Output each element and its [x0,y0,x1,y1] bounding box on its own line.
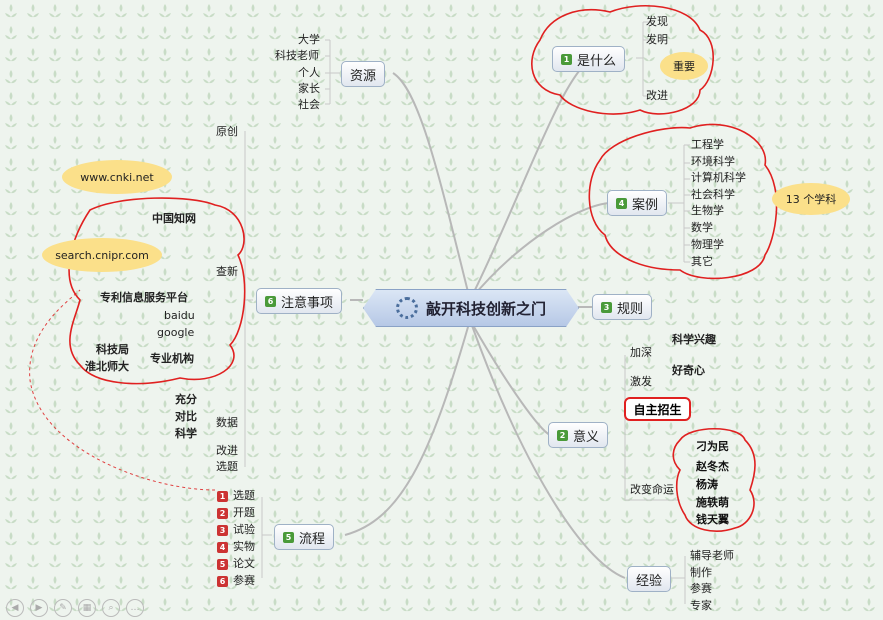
meaning-curiosity[interactable]: 好奇心 [672,364,705,377]
google-leaf[interactable]: google [157,326,195,339]
meaning-change-fate[interactable]: 改变命运 [630,483,674,496]
callout-cnipr[interactable]: search.cnipr.com [42,238,162,272]
slides-icon[interactable]: ▦ [78,599,96,617]
kejiju-leaf[interactable]: 科技局 [96,343,129,356]
experience-leaf[interactable]: 专家 [690,599,712,612]
number-badge-icon: 5 [217,559,228,570]
experience-leaf[interactable]: 制作 [690,566,712,579]
callout-13-disciplines[interactable]: 13 个学科 [772,183,850,215]
person-leaf[interactable]: 钱天翼 [696,513,729,526]
callout-important[interactable]: 重要 [660,52,708,80]
topic-rules[interactable]: 3 规则 [592,294,653,320]
topic-meaning[interactable]: 2 意义 [548,422,609,448]
cases-leaf[interactable]: 生物学 [691,204,724,217]
what-leaf[interactable]: 发现 [646,15,668,28]
resources-leaf[interactable]: 家长 [298,82,320,95]
topic-process[interactable]: 5 流程 [274,524,335,550]
baidu-leaf[interactable]: baidu [164,309,195,322]
callout-cnki[interactable]: www.cnki.net [62,160,172,194]
patent-platform[interactable]: 专利信息服务平台 [100,291,188,304]
zoom-icon[interactable]: ⌕ [102,599,120,617]
cases-leaf[interactable]: 计算机科学 [691,171,746,184]
person-leaf[interactable]: 刁为民 [696,440,729,453]
huaibei-leaf[interactable]: 淮北师大 [85,360,129,373]
topic-what[interactable]: 1 是什么 [552,46,626,72]
cases-leaf[interactable]: 环境科学 [691,155,735,168]
central-topic-label: 敲开科技创新之门 [425,299,546,318]
professional-org[interactable]: 专业机构 [150,352,194,365]
cases-leaf[interactable]: 工程学 [691,138,724,151]
person-leaf[interactable]: 赵冬杰 [696,460,729,473]
meaning-self-recruit[interactable]: 自主招生 [624,397,691,421]
nav-next-icon[interactable]: ▶ [30,599,48,617]
what-leaf[interactable]: 改进 [646,89,668,102]
number-badge-icon: 3 [601,301,612,313]
topic-experience-label: 经验 [636,573,663,589]
nav-prev-icon[interactable]: ◀ [6,599,24,617]
number-badge-icon: 4 [616,197,627,209]
gear-icon [395,297,418,319]
topic-process-label: 流程 [299,531,326,547]
resources-leaf[interactable]: 个人 [298,66,320,79]
topic-what-label: 是什么 [577,53,617,69]
topic-cases[interactable]: 4 案例 [607,190,668,216]
cases-leaf[interactable]: 数学 [691,221,713,234]
more-icon[interactable]: … [126,599,144,617]
notes-topic[interactable]: 选题 [216,460,238,473]
notes-original[interactable]: 原创 [216,125,238,138]
number-badge-icon: 2 [217,508,228,519]
resources-leaf[interactable]: 社会 [298,98,320,111]
cases-leaf[interactable]: 其它 [691,255,713,268]
topic-resources-label: 资源 [350,68,377,84]
pen-icon[interactable]: ✎ [54,599,72,617]
number-badge-icon: 6 [217,576,228,587]
topic-meaning-label: 意义 [573,429,600,445]
number-badge-icon: 3 [217,525,228,536]
data-leaf[interactable]: 充分 [175,393,197,406]
meaning-inspire[interactable]: 激发 [630,375,652,388]
cases-leaf[interactable]: 社会科学 [691,188,735,201]
number-badge-icon: 2 [557,429,568,441]
topic-notes[interactable]: 6 注意事项 [256,288,343,314]
data-leaf[interactable]: 科学 [175,427,197,440]
resources-leaf[interactable]: 科技老师 [275,49,319,62]
resources-leaf[interactable]: 大学 [298,33,320,46]
cases-leaf[interactable]: 物理学 [691,238,724,251]
notes-novelty-search[interactable]: 查新 [216,265,238,278]
cnki-site[interactable]: 中国知网 [152,212,196,225]
number-badge-icon: 1 [217,491,228,502]
notes-data[interactable]: 数据 [216,416,238,429]
number-badge-icon: 6 [265,295,276,307]
notes-improve[interactable]: 改进 [216,444,238,457]
topic-experience[interactable]: 经验 [627,566,672,592]
topic-rules-label: 规则 [617,301,644,317]
experience-leaf[interactable]: 参赛 [690,582,712,595]
meaning-deepen[interactable]: 加深 [630,346,652,359]
experience-leaf[interactable]: 辅导老师 [690,549,734,562]
number-badge-icon: 5 [283,531,294,543]
what-leaf[interactable]: 发明 [646,33,668,46]
topic-cases-label: 案例 [632,197,659,213]
data-leaf[interactable]: 对比 [175,410,197,423]
central-topic[interactable]: 敲开科技创新之门 [363,289,579,327]
topic-resources[interactable]: 资源 [341,61,386,87]
person-leaf[interactable]: 杨涛 [696,478,718,491]
number-badge-icon: 4 [217,542,228,553]
topic-notes-label: 注意事项 [281,295,334,311]
meaning-interest[interactable]: 科学兴趣 [672,333,716,346]
number-badge-icon: 1 [561,53,572,65]
person-leaf[interactable]: 施轶萌 [696,496,729,509]
